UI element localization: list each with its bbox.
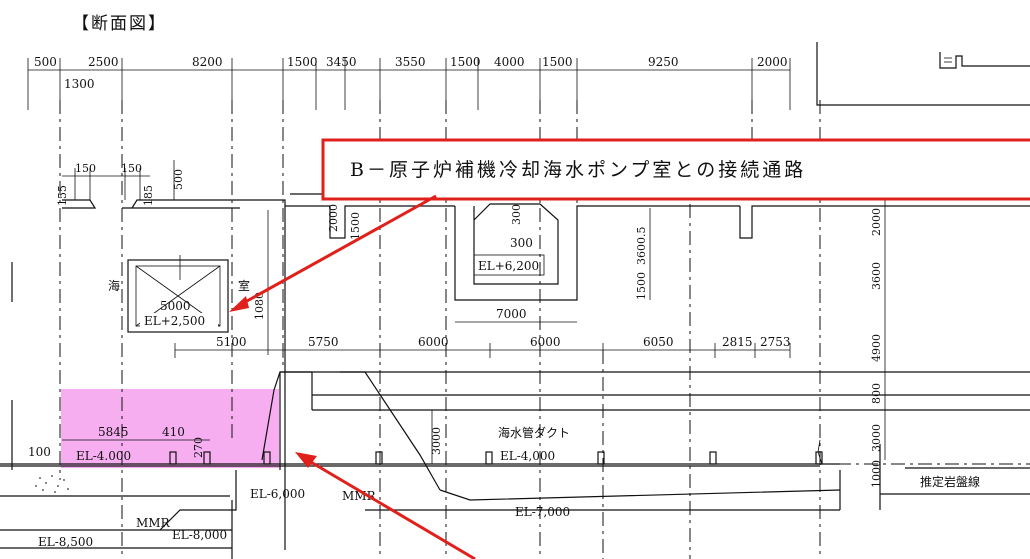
arrow-to-highlight xyxy=(303,456,476,559)
box-width-label: 5000 xyxy=(160,299,191,313)
dim-155-a: 155 xyxy=(56,185,69,206)
top-dim-1500-b: 1500 xyxy=(450,55,481,69)
top-dim-2000: 2000 xyxy=(757,55,788,69)
duct-dim-3000: 3000 xyxy=(430,427,443,455)
top-dim-9250: 9250 xyxy=(648,55,679,69)
passage-slope-line xyxy=(261,371,312,461)
arrow-to-box xyxy=(237,194,437,308)
dim-150-a: 150 xyxy=(75,162,96,175)
callout-text: B－原子炉補機冷却海水ポンプ室との接続通路 xyxy=(350,159,806,181)
channel-dim-3600-5: 3600.5 xyxy=(635,227,648,266)
top-dim-500: 500 xyxy=(34,55,57,69)
channel-width-7000: 7000 xyxy=(496,307,527,321)
vdim-4900-right: 4900 xyxy=(870,334,883,362)
top-dimension-chain xyxy=(27,58,791,110)
channel-dim-300-a: 300 xyxy=(510,204,523,225)
top-dim-3450: 3450 xyxy=(326,55,357,69)
vdim-2000-right: 2000 xyxy=(870,208,883,236)
mid-dim-2815: 2815 xyxy=(722,335,753,349)
mid-dim-5750: 5750 xyxy=(308,335,339,349)
mid-dim-5100: 5100 xyxy=(216,335,247,349)
arrow-to-box-head xyxy=(229,296,249,312)
mmr-label-2: MMR xyxy=(136,516,171,530)
dim-3000-right: 3000 xyxy=(870,424,883,452)
mid-dimension-chain xyxy=(174,343,791,358)
highlight-dim-270: 270 xyxy=(192,437,205,458)
top-dim-1500-a: 1500 xyxy=(287,55,318,69)
highlight-dim-5845: 5845 xyxy=(98,425,129,439)
vdim-1500-left: 1500 xyxy=(349,212,362,240)
box-elevation-label: EL+2,500 xyxy=(144,314,205,328)
duct-label: 海水管ダクト xyxy=(498,425,570,440)
left-slab-dims xyxy=(62,160,175,200)
top-right-outline xyxy=(816,42,1030,106)
top-dim-1500-c: 1500 xyxy=(542,55,573,69)
section-title: 【断面図】 xyxy=(72,14,167,34)
channel-dim-300-b: 300 xyxy=(510,236,533,250)
top-dim-2500: 2500 xyxy=(88,55,119,69)
el-minus-6000: EL-6,000 xyxy=(250,487,305,501)
el-left-100: 100 xyxy=(28,445,51,459)
top-dim-3550: 3550 xyxy=(395,55,426,69)
dim-800: 800 xyxy=(870,383,883,404)
highlight-dim-410: 410 xyxy=(162,425,185,439)
dim-185: 185 xyxy=(142,185,155,206)
arrow-to-highlight-head xyxy=(295,452,317,468)
box-height-label: 1080 xyxy=(253,292,266,320)
highlight-elevation-label: EL-4.000 xyxy=(76,449,131,463)
channel-elevation-label: EL+6,200 xyxy=(478,259,539,273)
box-left-char: 海 xyxy=(108,278,120,293)
vdim-3600-right: 3600 xyxy=(870,262,883,290)
mid-dim-6000-b: 6000 xyxy=(530,335,561,349)
top-dim-4000: 4000 xyxy=(494,55,525,69)
callout-box xyxy=(321,138,1030,201)
box-elevation-bg xyxy=(140,313,218,327)
el-minus-8500: EL-8,500 xyxy=(38,535,93,549)
top-dim-8200: 8200 xyxy=(192,55,223,69)
bedrock-label: 推定岩盤線 xyxy=(920,474,980,489)
support-posts xyxy=(169,451,823,465)
mid-dim-2753: 2753 xyxy=(760,335,791,349)
el-minus-8000: EL-8,000 xyxy=(172,528,227,542)
callout-arrows xyxy=(229,194,476,559)
dim-1000: 1000 xyxy=(870,460,883,488)
top-dim-1300: 1300 xyxy=(64,77,95,91)
duct-elevation-label: EL-4,000 xyxy=(500,449,555,463)
mmr-label-1: MMR xyxy=(342,489,377,503)
ground-stipple xyxy=(35,475,69,493)
vdim-2000-left: 2000 xyxy=(327,204,340,232)
box-right-char: 室 xyxy=(238,278,250,293)
mid-dim-6050: 6050 xyxy=(643,335,674,349)
dim-500-left: 500 xyxy=(172,169,185,190)
dim-150-b: 150 xyxy=(121,162,142,175)
el-minus-7000: EL-7,000 xyxy=(515,505,570,519)
channel-dim-1500: 1500 xyxy=(635,272,648,300)
mid-dim-6000-a: 6000 xyxy=(418,335,449,349)
